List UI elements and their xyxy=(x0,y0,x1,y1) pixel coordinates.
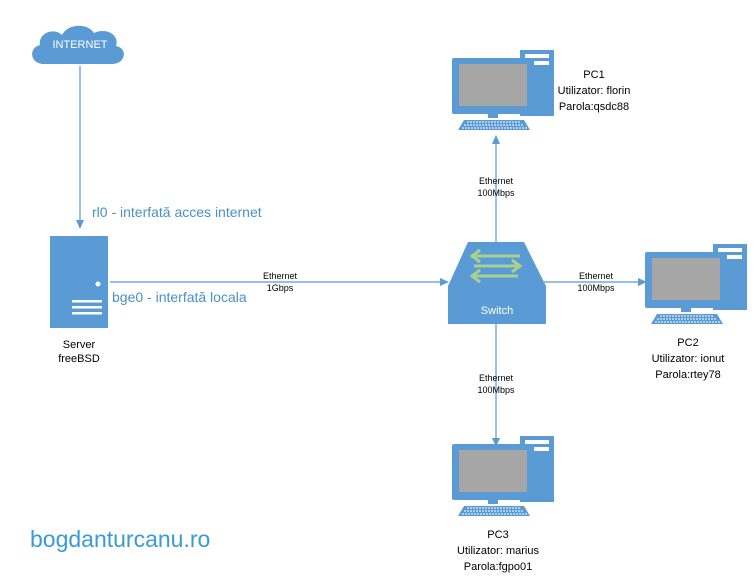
pc2-name: PC2 xyxy=(677,337,699,349)
pc2-computer-icon xyxy=(644,243,748,325)
pc1-user: Utilizator: florin xyxy=(557,85,631,97)
server-switch-link-type: Ethernet xyxy=(262,271,298,281)
pc2-password: Parola:rtey78 xyxy=(655,369,721,381)
internet-label: INTERNET xyxy=(53,39,108,51)
server-name: Server xyxy=(62,339,96,351)
server-icon xyxy=(50,236,108,328)
rl0-interface-label: rl0 - interfată acces internet xyxy=(92,204,262,220)
pc2-user: Utilizator: ionut xyxy=(651,353,725,365)
switch-label: Switch xyxy=(480,305,514,317)
pc1-link-type: Ethernet xyxy=(478,176,514,186)
pc3-user: Utilizator: marius xyxy=(457,545,539,557)
switch-icon xyxy=(448,242,546,324)
internet-cloud xyxy=(32,25,124,64)
site-name: bogdanturcanu.ro xyxy=(30,526,211,552)
pc2-link-type: Ethernet xyxy=(578,271,614,281)
bge0-interface-label: bge0 - interfată locala xyxy=(112,289,247,305)
pc3-computer-icon xyxy=(451,435,555,517)
pc1-link-speed: 100Mbps xyxy=(477,188,515,198)
pc3-name: PC3 xyxy=(487,529,509,541)
pc3-password: Parola:fgpo01 xyxy=(463,561,533,573)
pc1-name: PC1 xyxy=(583,69,605,81)
pc2-link-speed: 100Mbps xyxy=(577,283,615,293)
pc3-link-speed: 100Mbps xyxy=(477,385,515,395)
server-switch-link-speed: 1Gbps xyxy=(266,283,294,293)
server-os: freeBSD xyxy=(58,353,100,365)
pc3-link-type: Ethernet xyxy=(478,373,514,383)
pc1-password: Parola:qsdc88 xyxy=(558,101,630,113)
